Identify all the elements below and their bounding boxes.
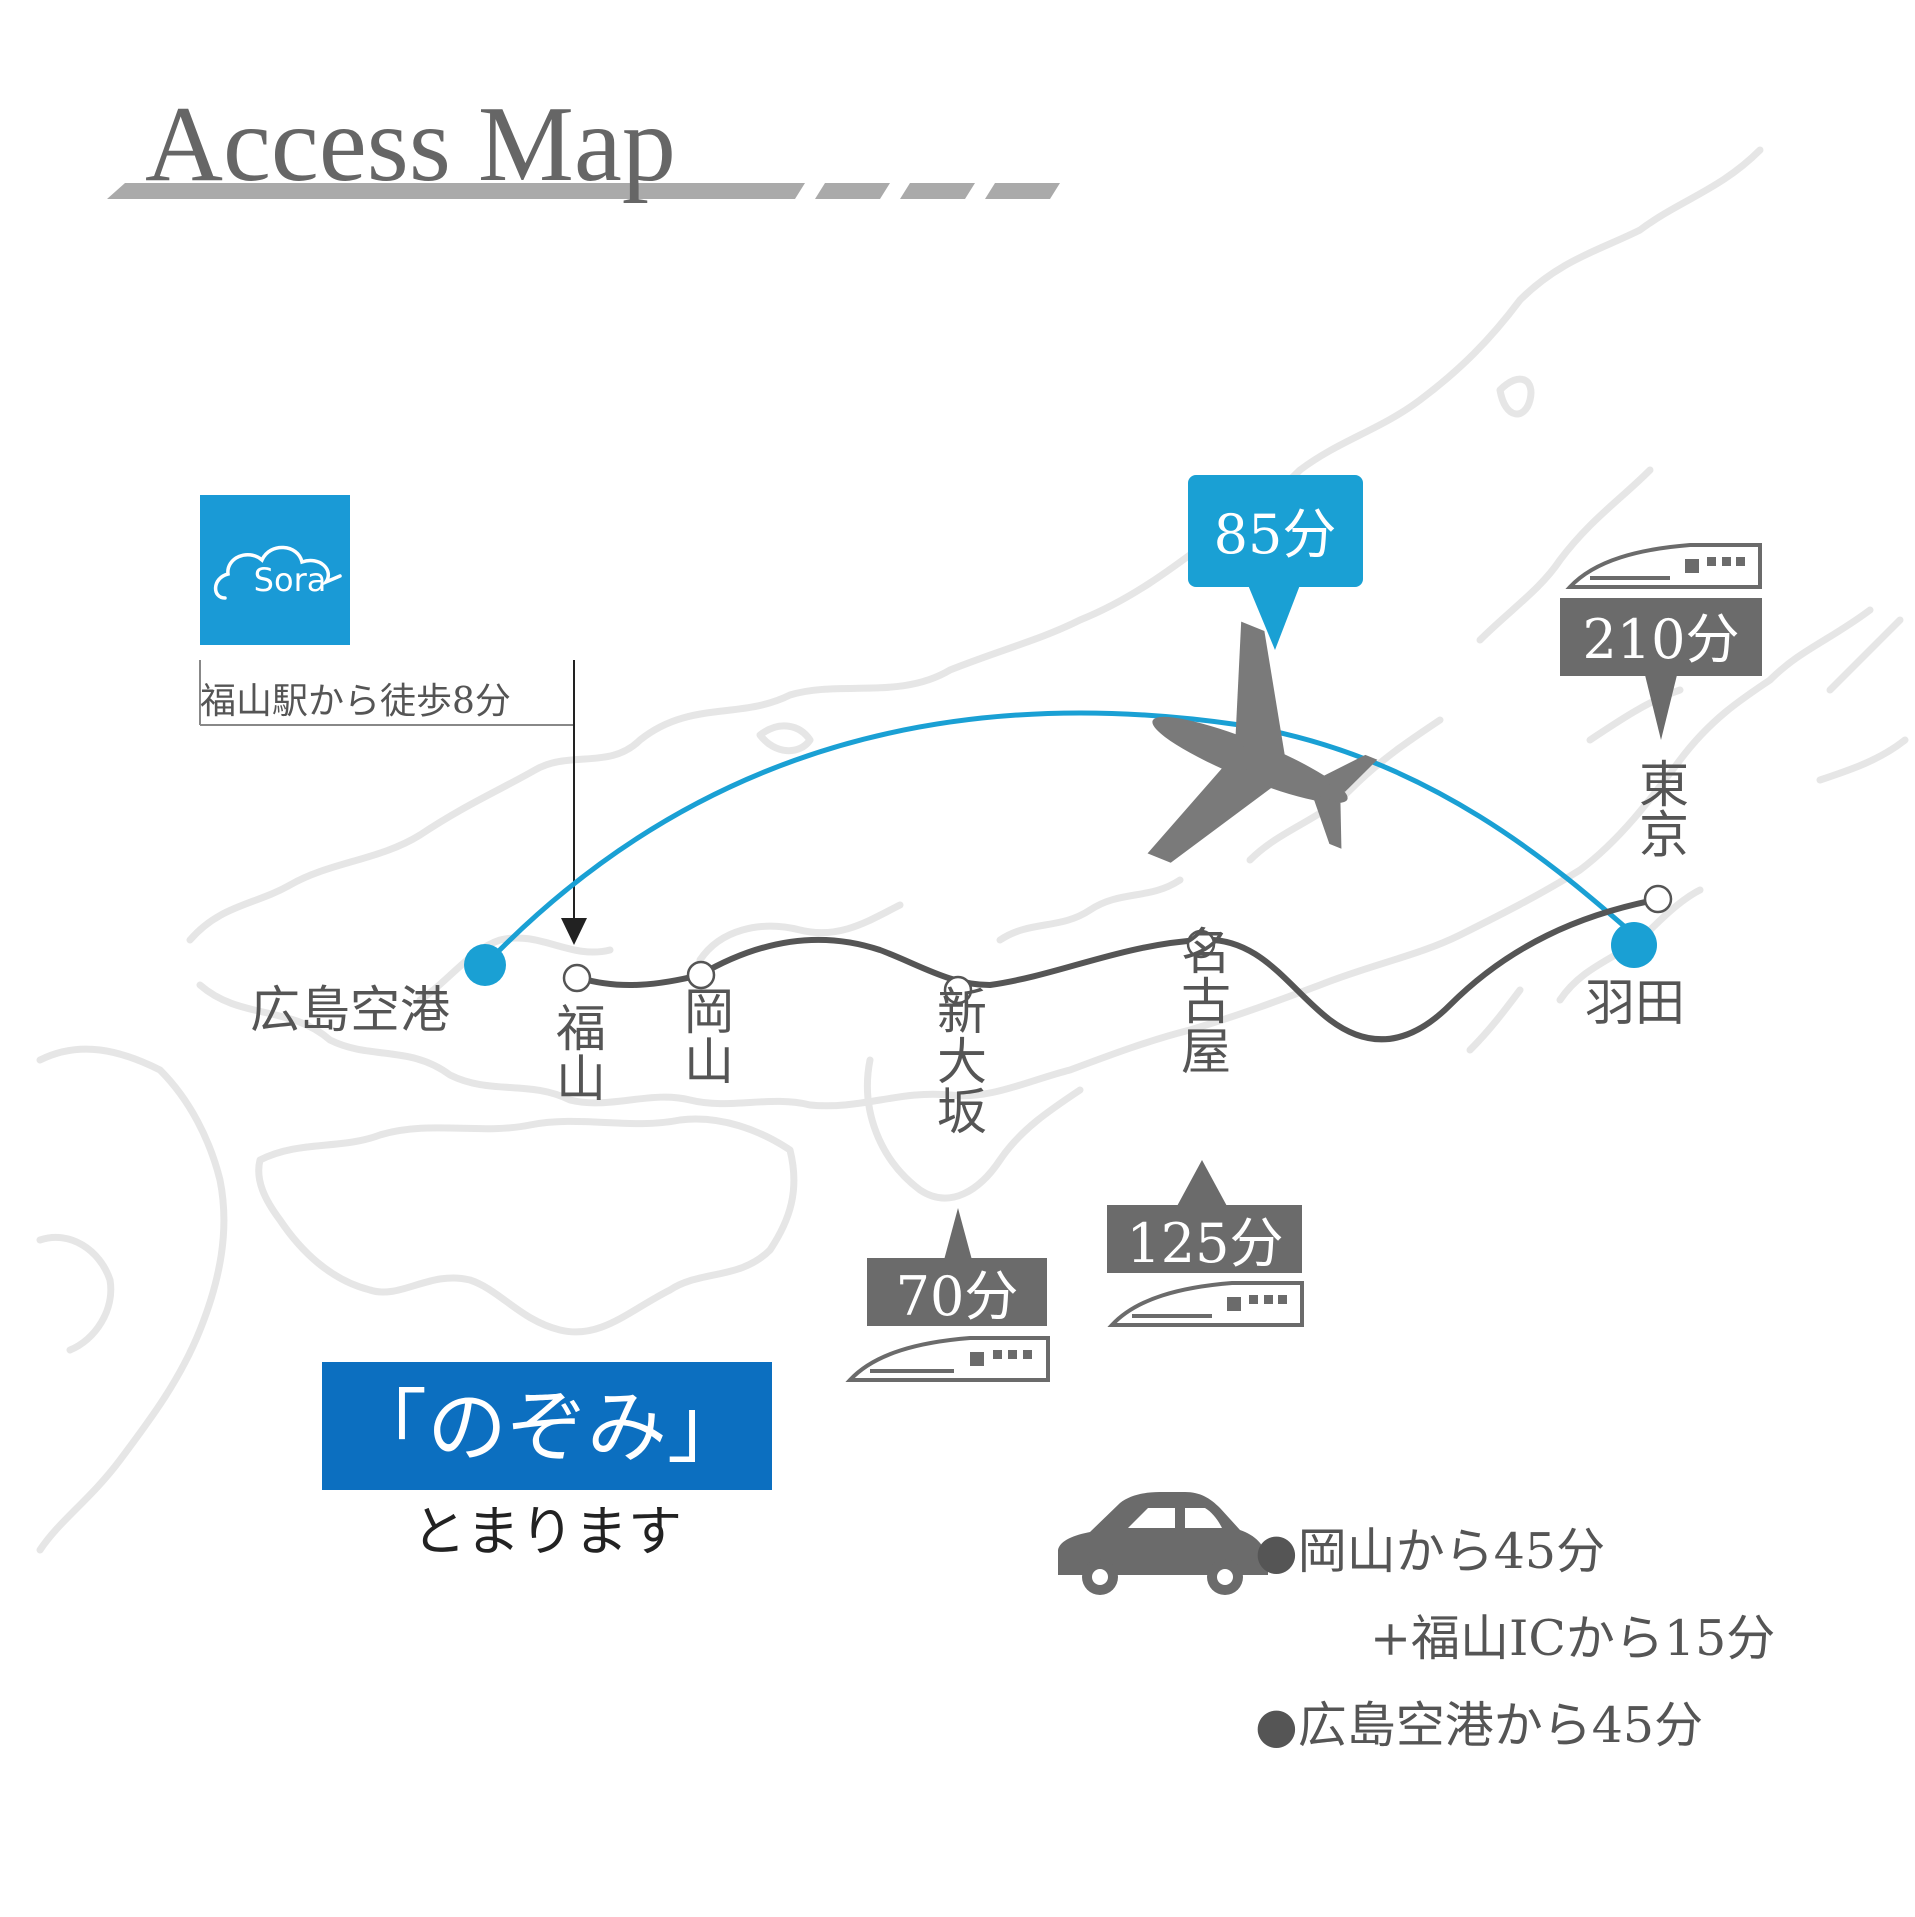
tokyo-time-badge: 210分 [1560,543,1762,740]
page-title: Access Map [145,85,676,204]
hotel-connector: 福山駅から徒歩8分 [199,660,587,945]
logo-text: Sora [254,561,327,599]
car-access-line-1: ●岡山から45分 [1255,1523,1605,1580]
fukuyama-station-dot [562,963,592,993]
nagoya-label: 名古屋 [1173,925,1231,1075]
tokyo-label: 東京 [1631,758,1689,858]
shin-osaka-time-badge: 70分 [845,1208,1050,1382]
shinkansen-icon [1107,1281,1304,1327]
station-dots [562,884,1673,1005]
tokyo-time: 210分 [1582,608,1739,671]
haneda-dot [1611,922,1657,968]
car-access-line-3: ●広島空港から45分 [1255,1697,1703,1754]
hotel-walk-note: 福山駅から徒歩8分 [200,681,511,722]
arrow-down-icon [561,918,587,945]
shinkansen-route [577,897,1658,1043]
nozomi-subtitle: とまります [412,1500,682,1563]
airplane-icon [1147,621,1378,863]
car-access-line-2: +福山ICから15分 [1370,1610,1775,1667]
car-access-list: ●岡山から45分 +福山ICから15分 ●広島空港から45分 [1255,1523,1775,1754]
shinkansen-icon [845,1336,1050,1382]
car-icon [1058,1492,1268,1595]
hiroshima-airport-dot [464,944,506,986]
hiroshima-airport-label: 広島空港 [250,981,450,1039]
title-underline [107,183,1060,199]
nagoya-time: 125分 [1126,1212,1283,1275]
haneda-label: 羽田 [1585,974,1685,1032]
nozomi-label: 「のぞみ」 [347,1381,747,1474]
flight-time: 85分 [1214,503,1337,566]
sora-logo: Sora [200,495,350,645]
nagoya-time-badge: 125分 [1107,1160,1304,1327]
nagoya-station-dot [1186,929,1216,959]
nozomi-banner: 「のぞみ」 とまります [322,1362,772,1563]
flight-route [483,710,1642,967]
title-block: Access Map [107,85,1060,204]
shin-osaka-station-dot [943,975,973,1005]
shinkansen-icon [1565,543,1762,589]
fukuyama-label: 福山 [548,1002,606,1102]
shin-osaka-time: 70分 [896,1265,1019,1328]
flight-time-badge: 85分 [1188,475,1363,650]
okayama-station-dot [686,960,716,990]
okayama-label: 岡山 [676,985,734,1085]
shin-osaka-label: 新大坂 [929,985,987,1135]
tokyo-station-dot [1643,884,1673,914]
